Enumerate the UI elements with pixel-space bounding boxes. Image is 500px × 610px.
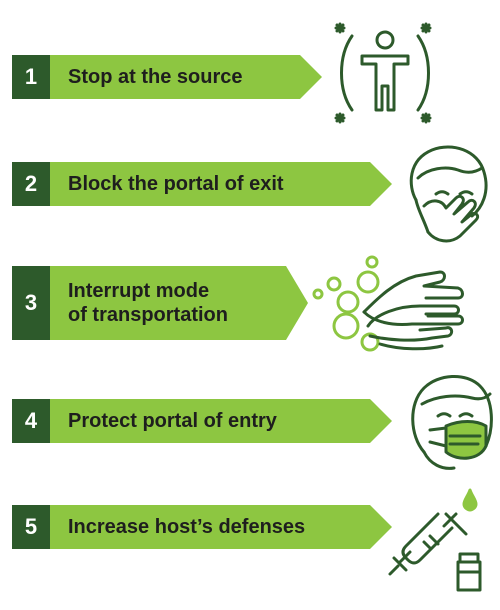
vaccine-icon <box>388 488 482 592</box>
step-arrow: Protect portal of entry <box>50 399 392 443</box>
step-arrow: Stop at the source <box>50 55 322 99</box>
step-number: 1 <box>12 55 50 99</box>
step-number: 3 <box>12 266 50 340</box>
step-label: Interrupt mode of transportation <box>68 280 228 326</box>
step-label: Protect portal of entry <box>68 410 277 432</box>
step-number: 5 <box>12 505 50 549</box>
step-label: Block the portal of exit <box>68 173 284 195</box>
step-label: Increase host’s defenses <box>68 516 306 538</box>
step-arrow: Increase host’s defenses <box>50 505 392 549</box>
step-5: 5 Increase host’s defenses <box>12 505 322 549</box>
step-label: Stop at the source <box>68 66 243 88</box>
step-4: 4 Protect portal of entry <box>12 399 322 443</box>
person-isolated-icon <box>334 22 432 124</box>
step-1: 1 Stop at the source <box>12 55 322 99</box>
cover-mouth-icon <box>409 145 488 243</box>
step-arrow: Interrupt mode of transportation <box>50 266 308 340</box>
hand-washing-icon <box>312 255 464 352</box>
step-2: 2 Block the portal of exit <box>12 162 322 206</box>
face-mask-icon <box>411 374 493 470</box>
step-number: 4 <box>12 399 50 443</box>
step-arrow: Block the portal of exit <box>50 162 392 206</box>
step-number: 2 <box>12 162 50 206</box>
step-3: 3 Interrupt mode of transportation <box>12 266 322 340</box>
